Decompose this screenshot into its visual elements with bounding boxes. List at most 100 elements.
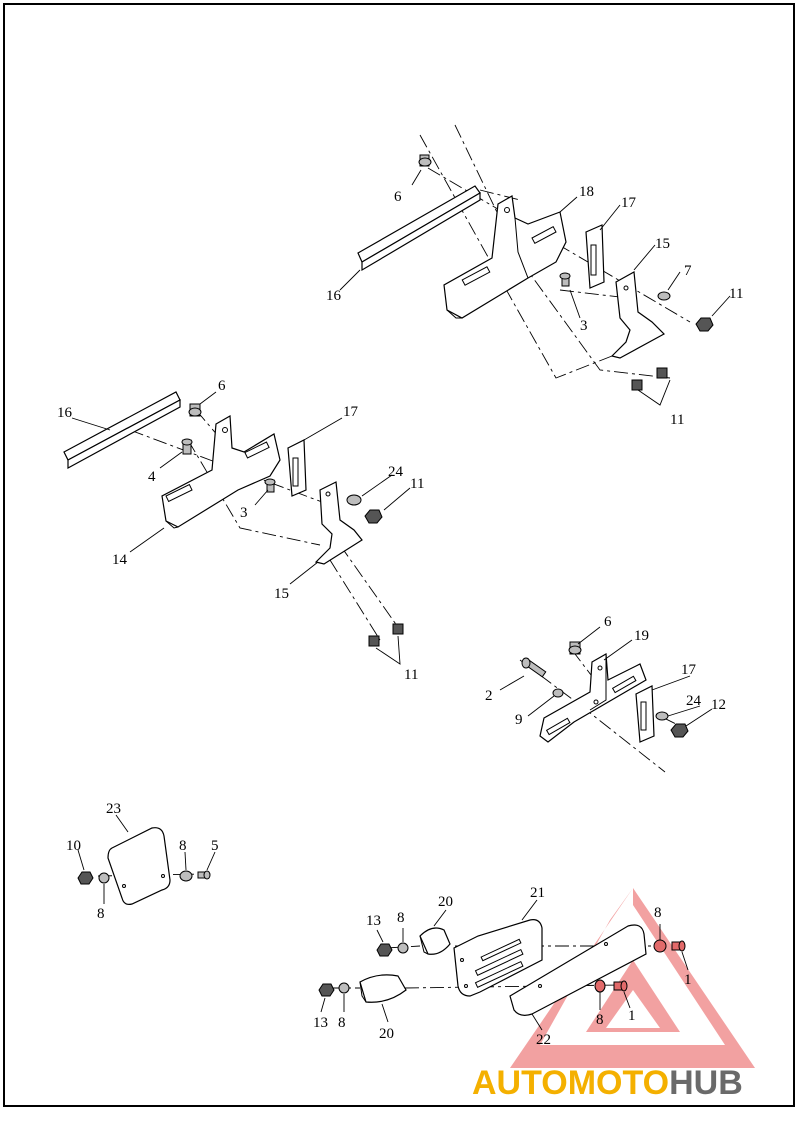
callout: 13: [366, 913, 381, 929]
watermark-hub: HUB: [669, 1064, 743, 1102]
callout: 5: [211, 838, 219, 854]
part-13-nut-lower: [318, 983, 335, 997]
callout: 6: [218, 378, 226, 394]
callout: 8: [397, 910, 405, 926]
svg-text:AUTOMOTOHUB: AUTOMOTOHUB: [472, 1064, 743, 1102]
callout: 24: [686, 693, 702, 709]
callout: 8: [179, 838, 187, 854]
part-6-bolt-mid: [188, 403, 202, 417]
part-8-washer-upper: [397, 942, 409, 954]
callout: 18: [579, 184, 594, 200]
callout: 13: [313, 1015, 328, 1031]
part-11-nuts-top-lower: [631, 367, 668, 391]
callout: 8: [596, 1012, 604, 1028]
part-6-bolt-top: [418, 154, 432, 167]
part-15-bracket-top: [610, 271, 665, 359]
part-8-washer-plate-left: [98, 872, 110, 884]
part-23-plate: [107, 827, 171, 905]
part-17-plate-mid: [287, 439, 307, 497]
part-8-washer-plate-right: [179, 870, 193, 882]
callout: 21: [530, 885, 545, 901]
callout: 11: [410, 476, 424, 492]
part-13-nut-upper: [376, 943, 393, 957]
callout: 14: [112, 552, 128, 568]
callout: 23: [106, 801, 121, 817]
part-16-strip-mid: [63, 391, 181, 470]
part-6-bolt-right: [568, 641, 582, 655]
part-10-nut: [77, 871, 94, 885]
part-22-plate: [509, 924, 647, 1016]
part-5-screw: [197, 870, 211, 880]
callout: 1: [628, 1008, 636, 1024]
callout: 11: [729, 286, 743, 302]
callout: 15: [274, 586, 289, 602]
callout: 3: [240, 505, 248, 521]
part-8-washer-red-lower: [594, 979, 606, 993]
part-11-nut-mid: [364, 509, 383, 524]
part-3-screw-top: [559, 272, 571, 287]
part-11-nut-top: [695, 317, 714, 332]
callout: 3: [580, 318, 588, 334]
callout: 8: [338, 1015, 346, 1031]
watermark-triangle: [510, 888, 755, 1068]
callout: 17: [343, 404, 359, 420]
watermark-text: AUTOMOTOHUB: [472, 1064, 743, 1102]
callout: 8: [654, 905, 662, 921]
part-17-plate-right: [635, 685, 655, 743]
part-2-bolt: [521, 657, 547, 678]
callout: 10: [66, 838, 81, 854]
part-4-screw: [181, 438, 193, 455]
part-8-washer-red-upper: [653, 939, 667, 953]
callout: 6: [604, 614, 612, 630]
callout: 17: [681, 662, 697, 678]
watermark-moto: MOTO: [568, 1064, 669, 1102]
callout: 16: [57, 405, 73, 421]
part-19-bracket: [539, 653, 647, 743]
callout: 6: [394, 189, 402, 205]
part-20-clamp-lower: [359, 974, 407, 1003]
part-15-bracket-mid: [314, 481, 363, 565]
watermark-logo: [510, 888, 755, 1068]
part-11-nuts-mid-lower: [368, 623, 404, 647]
callout: 15: [655, 236, 670, 252]
part-12-nut: [670, 723, 689, 738]
callout-labels: 6 18 17 15 7 11 16 3 11 16 6 17 4 24 11 …: [57, 184, 743, 1048]
callout: 1: [684, 972, 692, 988]
part-14-bracket: [161, 415, 281, 529]
part-21-bracket: [453, 919, 543, 997]
callout: 8: [97, 906, 105, 922]
part-18-bracket: [443, 195, 567, 319]
callout: 11: [670, 412, 684, 428]
callout: 12: [711, 697, 726, 713]
part-3-screw-mid: [264, 478, 276, 493]
part-7-washer: [657, 291, 671, 301]
callout: 17: [621, 195, 637, 211]
part-24-washer-mid: [346, 494, 362, 506]
callout: 24: [388, 464, 404, 480]
right-assembly: [499, 626, 713, 773]
part-16-strip-top: [357, 185, 481, 272]
watermark-auto: AUTO: [472, 1064, 568, 1102]
middle-assembly: [63, 391, 411, 665]
callout: 7: [684, 263, 692, 279]
callout: 9: [515, 712, 523, 728]
callout: 11: [404, 667, 418, 683]
diagram-frame: [3, 3, 795, 1107]
part-17-plate-top: [585, 224, 605, 289]
callout: 16: [326, 288, 342, 304]
top-assembly: [339, 124, 731, 406]
callout: 20: [438, 894, 453, 910]
callout: 20: [379, 1026, 394, 1042]
callout: 2: [485, 688, 493, 704]
part-9-washer: [552, 688, 564, 698]
part-24-washer-right: [655, 711, 669, 721]
callout: 22: [536, 1032, 551, 1048]
bottom-assembly: [318, 899, 689, 1031]
part-8-washer-lower: [338, 982, 350, 994]
callout: 19: [634, 628, 649, 644]
callout: 4: [148, 469, 156, 485]
plate-assembly: [77, 814, 216, 905]
part-1-bolt-lower: [613, 980, 628, 992]
part-1-bolt-upper: [671, 940, 686, 952]
